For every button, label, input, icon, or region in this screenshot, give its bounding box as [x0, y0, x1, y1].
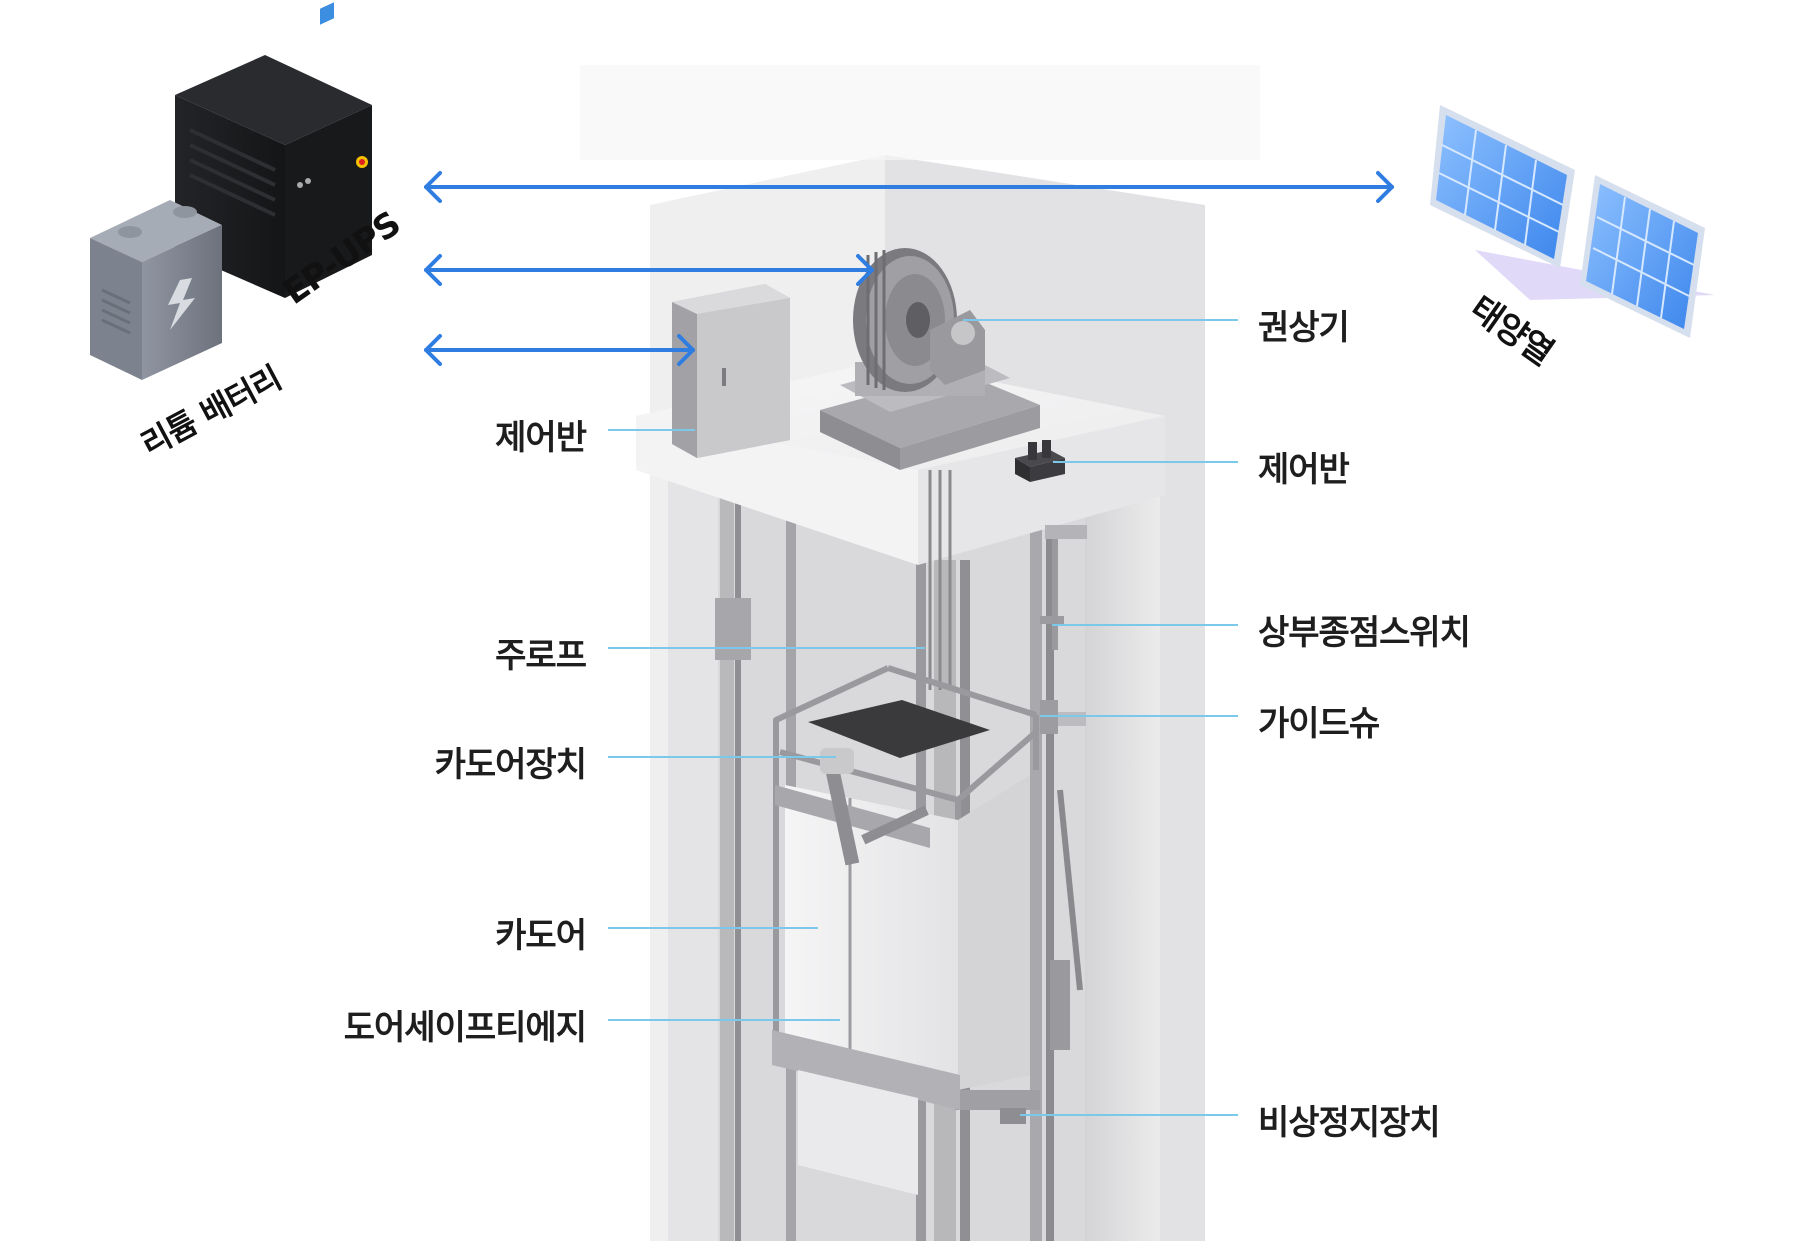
- car-roof: [808, 700, 990, 758]
- label-hoist: 권상기: [1258, 308, 1350, 348]
- power-arrows: [424, 171, 1394, 366]
- label-car-door: 카도어: [495, 916, 587, 956]
- label-door-safety-edge: 도어세이프티에지: [343, 1008, 587, 1048]
- elevator-car: [772, 748, 1030, 1195]
- solar-panels: [1430, 105, 1715, 338]
- label-main-rope: 주로프: [495, 636, 587, 676]
- label-guide-shoe: 가이드슈: [1258, 704, 1380, 744]
- label-control-panel-left: 제어반: [495, 418, 587, 458]
- main-ropes: [928, 470, 952, 690]
- label-control-panel-right: 제어반: [1258, 450, 1350, 490]
- upper-limit-switch-part: [1040, 525, 1087, 650]
- label-upper-limit-switch: 상부종점스위치: [1258, 613, 1471, 653]
- lithium-battery: [90, 200, 222, 380]
- label-emergency-stop: 비상정지장치: [1258, 1103, 1441, 1143]
- label-car-door-device: 카도어장치: [434, 745, 587, 785]
- arrow-ups-solar: [424, 171, 1394, 203]
- small-control-box: [1015, 440, 1065, 482]
- leader-lines: [608, 319, 1238, 1116]
- emergency-stop-part: [960, 789, 1083, 1124]
- control-cabinet: [672, 284, 790, 458]
- arrow-ups-cabinet: [424, 334, 695, 366]
- arrow-ups-hoist: [424, 254, 874, 286]
- hoist-machine: [820, 248, 1040, 470]
